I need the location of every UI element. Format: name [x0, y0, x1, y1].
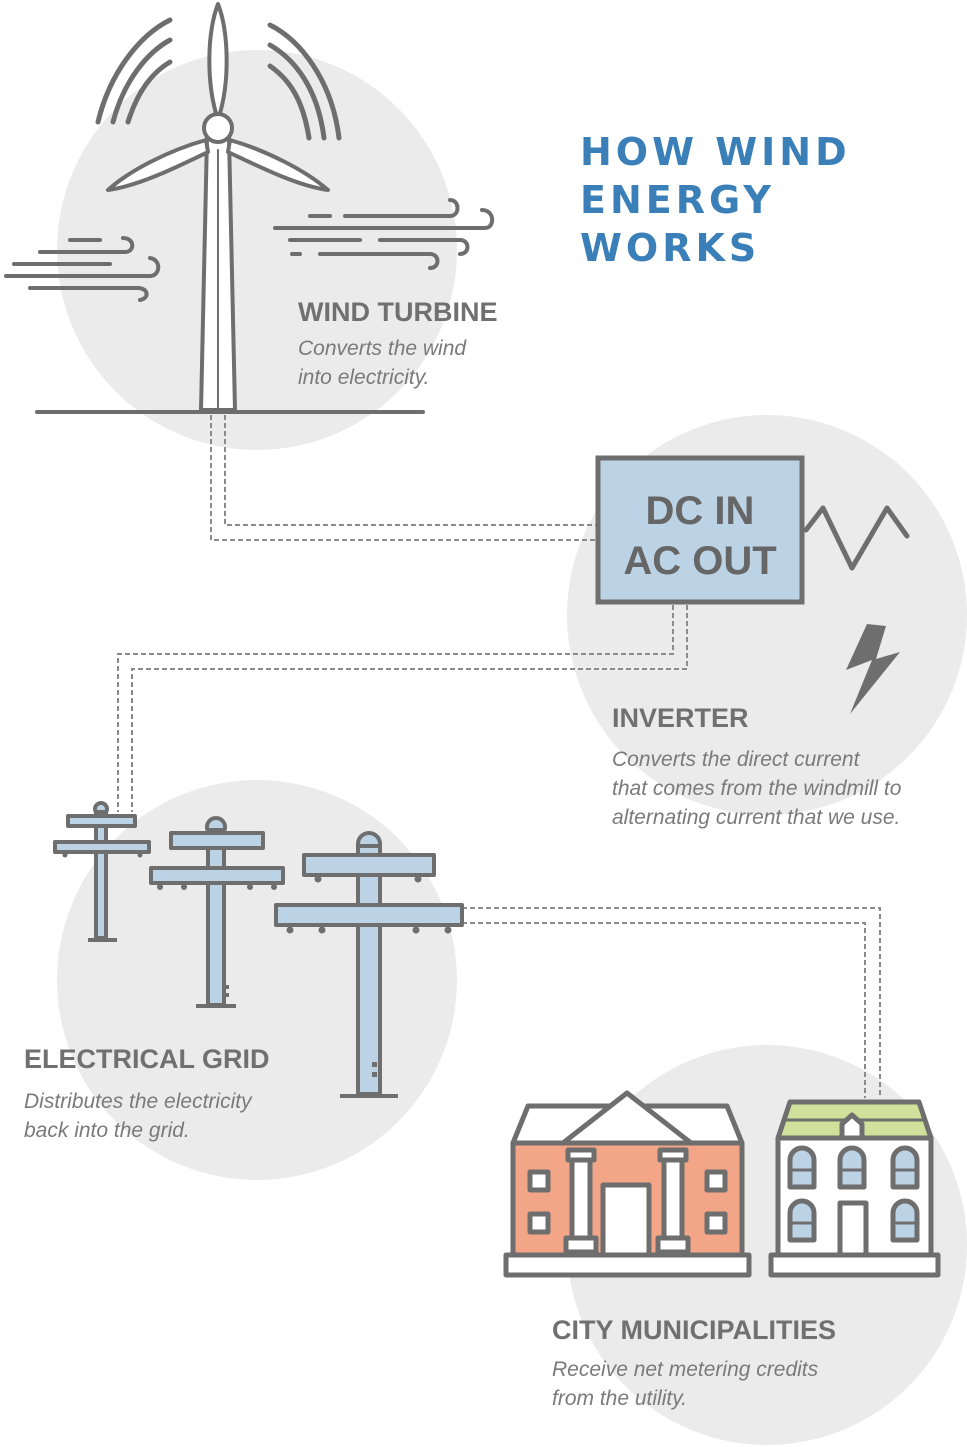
wind-turbine-heading: WIND TURBINE: [298, 297, 498, 327]
inverter-heading: INVERTER: [612, 703, 749, 733]
utility-poles-icon: [53, 801, 464, 1098]
inverter-description: Converts the direct current that comes f…: [612, 745, 901, 832]
electrical-grid-description: Distributes the electricity back into th…: [24, 1087, 252, 1145]
city-municipalities-heading: CITY MUNICIPALITIES: [552, 1315, 837, 1345]
inverter-icon: DC IN AC OUT: [595, 455, 910, 714]
turbine-bg-circle: [57, 50, 457, 450]
inverter-line-2: AC OUT: [623, 539, 776, 583]
civic-building: [503, 1090, 752, 1278]
description-line: into electricity.: [298, 366, 430, 389]
description-line: alternating current that we use.: [612, 806, 901, 829]
title-line-2: ENERGY WORKS: [580, 178, 775, 270]
connector-turbine-inverter: [210, 415, 597, 541]
wind-turbine-icon: [4, 2, 495, 414]
description-line: that comes from the windmill to: [612, 777, 902, 800]
connector-inverter-grid: [117, 605, 688, 812]
description-line: Converts the direct current: [612, 748, 860, 771]
connector-grid-city: [462, 907, 881, 1098]
residential-building: [768, 1099, 941, 1278]
description-line: from the utility.: [552, 1387, 687, 1410]
city-municipalities-description: Receive net metering credits from the ut…: [552, 1355, 818, 1413]
description-line: Converts the wind: [298, 337, 467, 360]
description-line: Receive net metering credits: [552, 1358, 819, 1381]
description-line: Distributes the electricity: [24, 1090, 252, 1113]
page-title: HOW WIND ENERGY WORKS: [580, 128, 967, 272]
electrical-grid-heading: ELECTRICAL GRID: [24, 1044, 270, 1074]
lightning-bolt-icon: [846, 624, 900, 714]
buildings-icon: [503, 1090, 941, 1278]
description-line: back into the grid.: [24, 1119, 190, 1142]
inverter-line-1: DC IN: [646, 489, 755, 533]
title-line-1: HOW WIND: [580, 130, 851, 174]
wind-turbine-description: Converts the wind into electricity.: [298, 334, 466, 392]
ac-wave-icon: [803, 505, 910, 571]
inverter-box: [595, 455, 805, 605]
